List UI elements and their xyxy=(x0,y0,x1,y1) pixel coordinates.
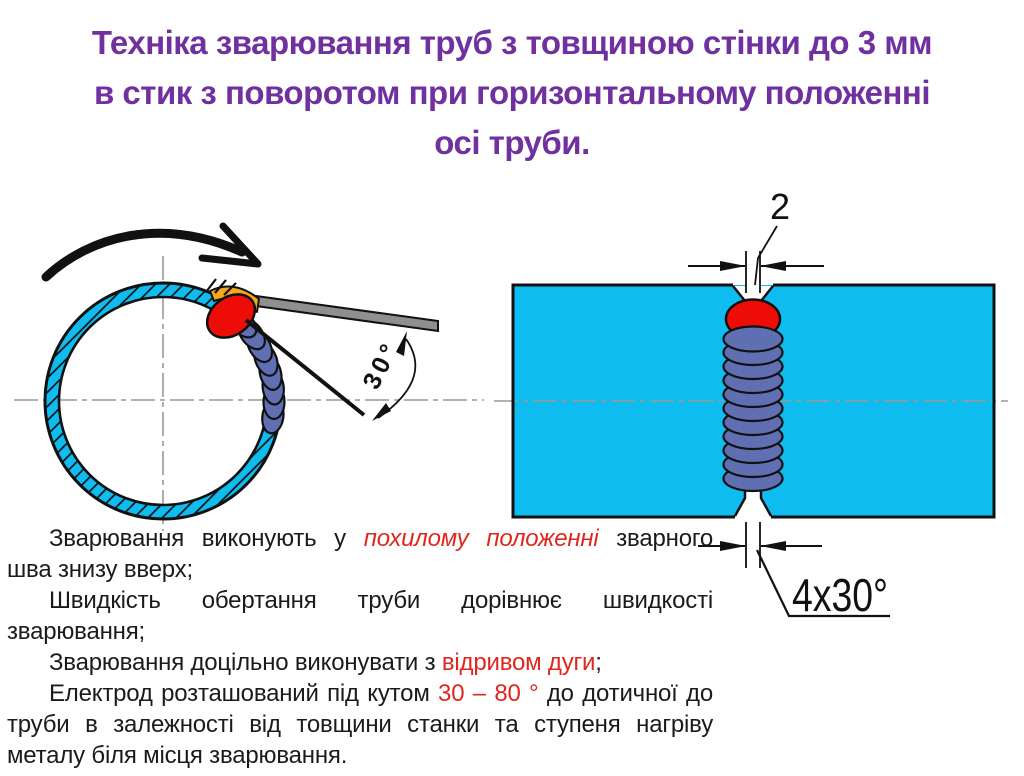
weld-bead xyxy=(253,342,279,377)
angle-label: 30° xyxy=(357,340,403,394)
text-segment: Зварювання доцільно виконувати з xyxy=(49,649,442,676)
body-line: шва знизу вверх; xyxy=(7,554,713,585)
weld-bead xyxy=(246,329,274,364)
title-line-2: в стик з поворотом при горизонтальному п… xyxy=(93,74,931,111)
rotation-arrow-icon xyxy=(41,222,262,282)
dimension-chamfer: 4x30° xyxy=(698,522,890,621)
weld-bead xyxy=(722,352,784,381)
pipe-outline-left xyxy=(511,283,735,519)
title-line-3: осі труби. xyxy=(434,124,590,161)
weld-bead xyxy=(722,380,784,409)
weld-bead xyxy=(722,338,784,367)
weld-bead xyxy=(722,394,784,423)
weld-bead xyxy=(722,366,784,395)
weld-bead xyxy=(722,408,784,437)
body-line: Електрод розташований під кутом 30 – 80 … xyxy=(7,678,713,709)
weld-bead xyxy=(215,299,248,328)
weld-bead xyxy=(261,369,285,406)
angle-arc xyxy=(377,338,417,419)
body-line: труби в залежності від товщини станки та… xyxy=(7,709,713,740)
text-segment: похилому положенні xyxy=(363,525,599,552)
text-segment: шва знизу вверх; xyxy=(7,556,193,583)
body-line: металу біля місця зварювання. xyxy=(7,740,713,771)
weld-bead xyxy=(261,398,285,435)
weld-bead xyxy=(262,383,286,421)
text-segment: ; xyxy=(595,649,602,676)
tangent-line xyxy=(244,318,366,417)
body-text: Зварювання виконують у похилому положенн… xyxy=(7,523,713,771)
text-segment: 30 – 80 ° xyxy=(438,680,539,707)
text-segment: металу біля місця зварювання. xyxy=(7,742,348,769)
pipe-ring xyxy=(43,281,283,521)
text-segment: труби в залежності від товщини станки та… xyxy=(7,711,713,738)
arc-arrowhead-top xyxy=(396,331,407,356)
flame xyxy=(209,285,260,313)
dimension-gap-width: 2 xyxy=(688,186,824,293)
weld-bead xyxy=(722,450,784,479)
arc-arrowhead-bottom xyxy=(372,403,391,421)
joint-gap xyxy=(733,285,773,517)
weld-pool xyxy=(205,293,257,339)
text-segment: до дотичної до xyxy=(538,680,713,707)
gap-width-label: 2 xyxy=(770,186,790,227)
text-segment: Швидкість обертання труби дорівнює швидк… xyxy=(49,587,713,614)
joint-wall-left xyxy=(732,285,747,517)
text-segment: відривом дуги xyxy=(441,649,596,676)
pipe-outline-right xyxy=(771,283,996,519)
weld-bead xyxy=(258,355,283,391)
weld-bead xyxy=(227,307,258,339)
joint-wall-right xyxy=(759,285,774,517)
text-segment: Електрод розташований під кутом xyxy=(49,680,439,707)
text-segment: зварювання; xyxy=(7,618,145,645)
body-line: Зварювання виконують у похилому положенн… xyxy=(7,523,713,554)
spark-lines xyxy=(205,278,237,296)
electrode xyxy=(255,294,439,333)
body-line: Швидкість обертання труби дорівнює швидк… xyxy=(7,585,713,616)
weld-pool-right xyxy=(724,298,782,340)
text-segment: Зварювання виконують у xyxy=(49,525,364,552)
title-line-1: Техніка зварювання труб з товщиною стінк… xyxy=(91,24,933,61)
chamfer-label: 4x30° xyxy=(792,569,888,621)
weld-bead-chain xyxy=(215,299,286,435)
text-segment: зварного xyxy=(598,525,714,552)
body-line: зварювання; xyxy=(7,616,713,647)
pipe-section xyxy=(513,285,994,517)
weld-bead xyxy=(722,422,784,451)
left-diagram: 30° xyxy=(14,222,484,531)
weld-bead xyxy=(722,436,784,465)
weld-bead xyxy=(237,318,266,351)
weld-bead xyxy=(722,325,784,353)
weld-bead-stack xyxy=(722,325,784,493)
body-line: Зварювання доцільно виконувати з відриво… xyxy=(7,647,713,678)
weld-bead xyxy=(722,464,784,493)
slide-title: Техніка зварювання труб з товщиною стінк… xyxy=(0,18,1024,168)
